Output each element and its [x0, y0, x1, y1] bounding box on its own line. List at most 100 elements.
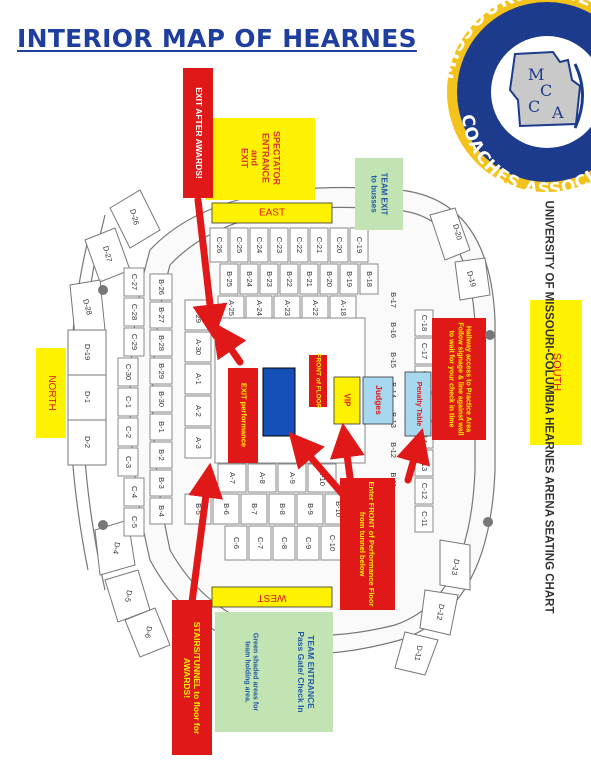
b-top-2-label: B-23	[265, 271, 274, 287]
east-label: EAST	[258, 207, 286, 219]
team-entrance-note: Green shaded areas for team holding area…	[243, 632, 259, 712]
c-left-2-section	[123, 327, 145, 357]
c-bottom-4-label: C-10	[328, 535, 337, 551]
c-left-6-section	[117, 447, 139, 477]
b-top-3-label: B-22	[285, 271, 294, 287]
b-ring-sections	[149, 263, 394, 525]
b-top-4-section	[299, 263, 319, 295]
judges-box	[362, 376, 394, 425]
south-description: Hallway access to Practice Area Follow s…	[447, 322, 472, 436]
a-bottom-2-label: A-9	[288, 472, 297, 484]
spectator-line-1: SPECTATOR	[271, 130, 282, 185]
exit-after-awards-label: EXIT AFTER AWARDS!	[193, 87, 204, 179]
b-right-0-label: B-17	[389, 292, 398, 308]
north-label: NORTH	[45, 375, 57, 411]
c-left-7-section	[123, 477, 145, 507]
c-left-7-label: C-4	[130, 486, 139, 498]
performance-floor	[262, 367, 296, 437]
b-left-8-label: B-4	[157, 505, 166, 517]
c-bottom-0-section	[224, 525, 248, 561]
b-left-8-section	[149, 497, 173, 525]
c-left-0-section	[123, 267, 145, 297]
c-left-6-label: C-3	[124, 456, 133, 468]
a-bottom-1-label: A-8	[258, 472, 267, 484]
b-bottom-2-label: B-7	[250, 503, 259, 515]
c-top-1-section	[229, 227, 249, 263]
c-left-4-section	[117, 387, 139, 417]
b-top-4-label: B-21	[305, 271, 314, 287]
b-top-7-label: B-18	[365, 271, 374, 287]
c-top-2-section	[249, 227, 269, 263]
c-right-0-label: C-18	[420, 315, 429, 331]
b-top-1-label: B-24	[245, 271, 254, 287]
a-bottom-1-section	[247, 463, 277, 493]
vip-label: VIP	[342, 393, 352, 407]
c-top-0-section	[209, 227, 229, 263]
b-left-0-section	[149, 273, 173, 301]
a-top-4-section	[329, 295, 357, 321]
b-top-2-section	[259, 263, 279, 295]
pillar-dots	[98, 285, 495, 530]
c-top-1-label: C-25	[235, 237, 244, 253]
b-left-5-section	[149, 413, 173, 441]
a-left-0-label: A-29	[194, 307, 203, 323]
d-lower-sections	[94, 519, 471, 676]
b-right-5-label: B-12	[389, 442, 398, 458]
b-left-0-label: B-26	[157, 279, 166, 295]
a-top-3-label: A-22	[311, 300, 320, 316]
b-left-6-section	[149, 441, 173, 469]
page-title: INTERIOR MAP OF HEARNES	[17, 24, 417, 53]
b-bottom-4-label: B-9	[306, 503, 315, 515]
arrow-stairs	[188, 462, 224, 606]
a-left-2-label: A-1	[194, 373, 203, 385]
b-bottom-1-label: B-6	[222, 503, 231, 515]
exit-performance-box	[228, 368, 258, 463]
spectator-line-2: ENTRANCE	[260, 132, 271, 183]
d-lower-4-label: D-12	[435, 603, 447, 621]
spectator-entrance-box	[205, 118, 315, 200]
b-left-4-section	[149, 385, 173, 413]
a-top-1-label: A-24	[255, 300, 264, 316]
b-top-1-section	[239, 263, 259, 295]
c-right-7-section	[414, 505, 434, 533]
d-lower-2-label: D-6	[143, 625, 154, 638]
b-right-3-label: B-14	[389, 382, 398, 398]
spectator-line-4: EXIT	[239, 147, 250, 168]
c-bottom-1-section	[248, 525, 272, 561]
d-north-1-label: D-1	[83, 391, 92, 403]
c-top-5-label: C-21	[315, 237, 324, 253]
b-top-3-section	[279, 263, 299, 295]
d-upper-0-label: D-26	[128, 208, 141, 226]
arrow-exit-awards	[192, 196, 228, 340]
c-top-6-section	[329, 227, 349, 263]
a-top-2-label: A-23	[283, 300, 292, 316]
b-bottom-3-label: B-8	[278, 503, 287, 515]
east-bar	[211, 202, 333, 224]
a-top-2-section	[273, 295, 301, 321]
south-box	[530, 300, 582, 445]
b-right-4-label: B-13	[389, 412, 398, 428]
b-bottom-2-section	[240, 493, 268, 525]
c-left-1-label: C-28	[130, 304, 139, 320]
c-right-1-label: C-17	[420, 343, 429, 359]
c-left-4-label: C-1	[124, 396, 133, 408]
d-upper-2-label: D-28	[81, 298, 94, 316]
d-lower-1-label: D-5	[123, 589, 134, 602]
c-top-0-label: C-26	[215, 237, 224, 253]
a-top-0-label: A-25	[227, 300, 236, 316]
a-left-4-section	[184, 427, 212, 459]
vip-box	[333, 376, 361, 425]
d-upper-1-label: D-27	[101, 245, 114, 263]
d-lower-5-label: D-11	[413, 645, 425, 662]
team-exit-line-2: to busses	[370, 175, 379, 213]
c-top-6-label: C-20	[335, 237, 344, 253]
b-left-2-section	[149, 329, 173, 357]
c-bottom-2-label: C-8	[280, 537, 289, 549]
d-lower-0-label: D-4	[111, 541, 122, 554]
c-right-6-section	[414, 477, 434, 505]
c-top-7-label: C-19	[355, 237, 364, 253]
spectator-line-3: and	[250, 149, 260, 166]
b-left-6-label: B-2	[157, 449, 166, 461]
c-top-3-label: C-23	[275, 237, 284, 253]
south-hallway-box	[432, 318, 486, 440]
